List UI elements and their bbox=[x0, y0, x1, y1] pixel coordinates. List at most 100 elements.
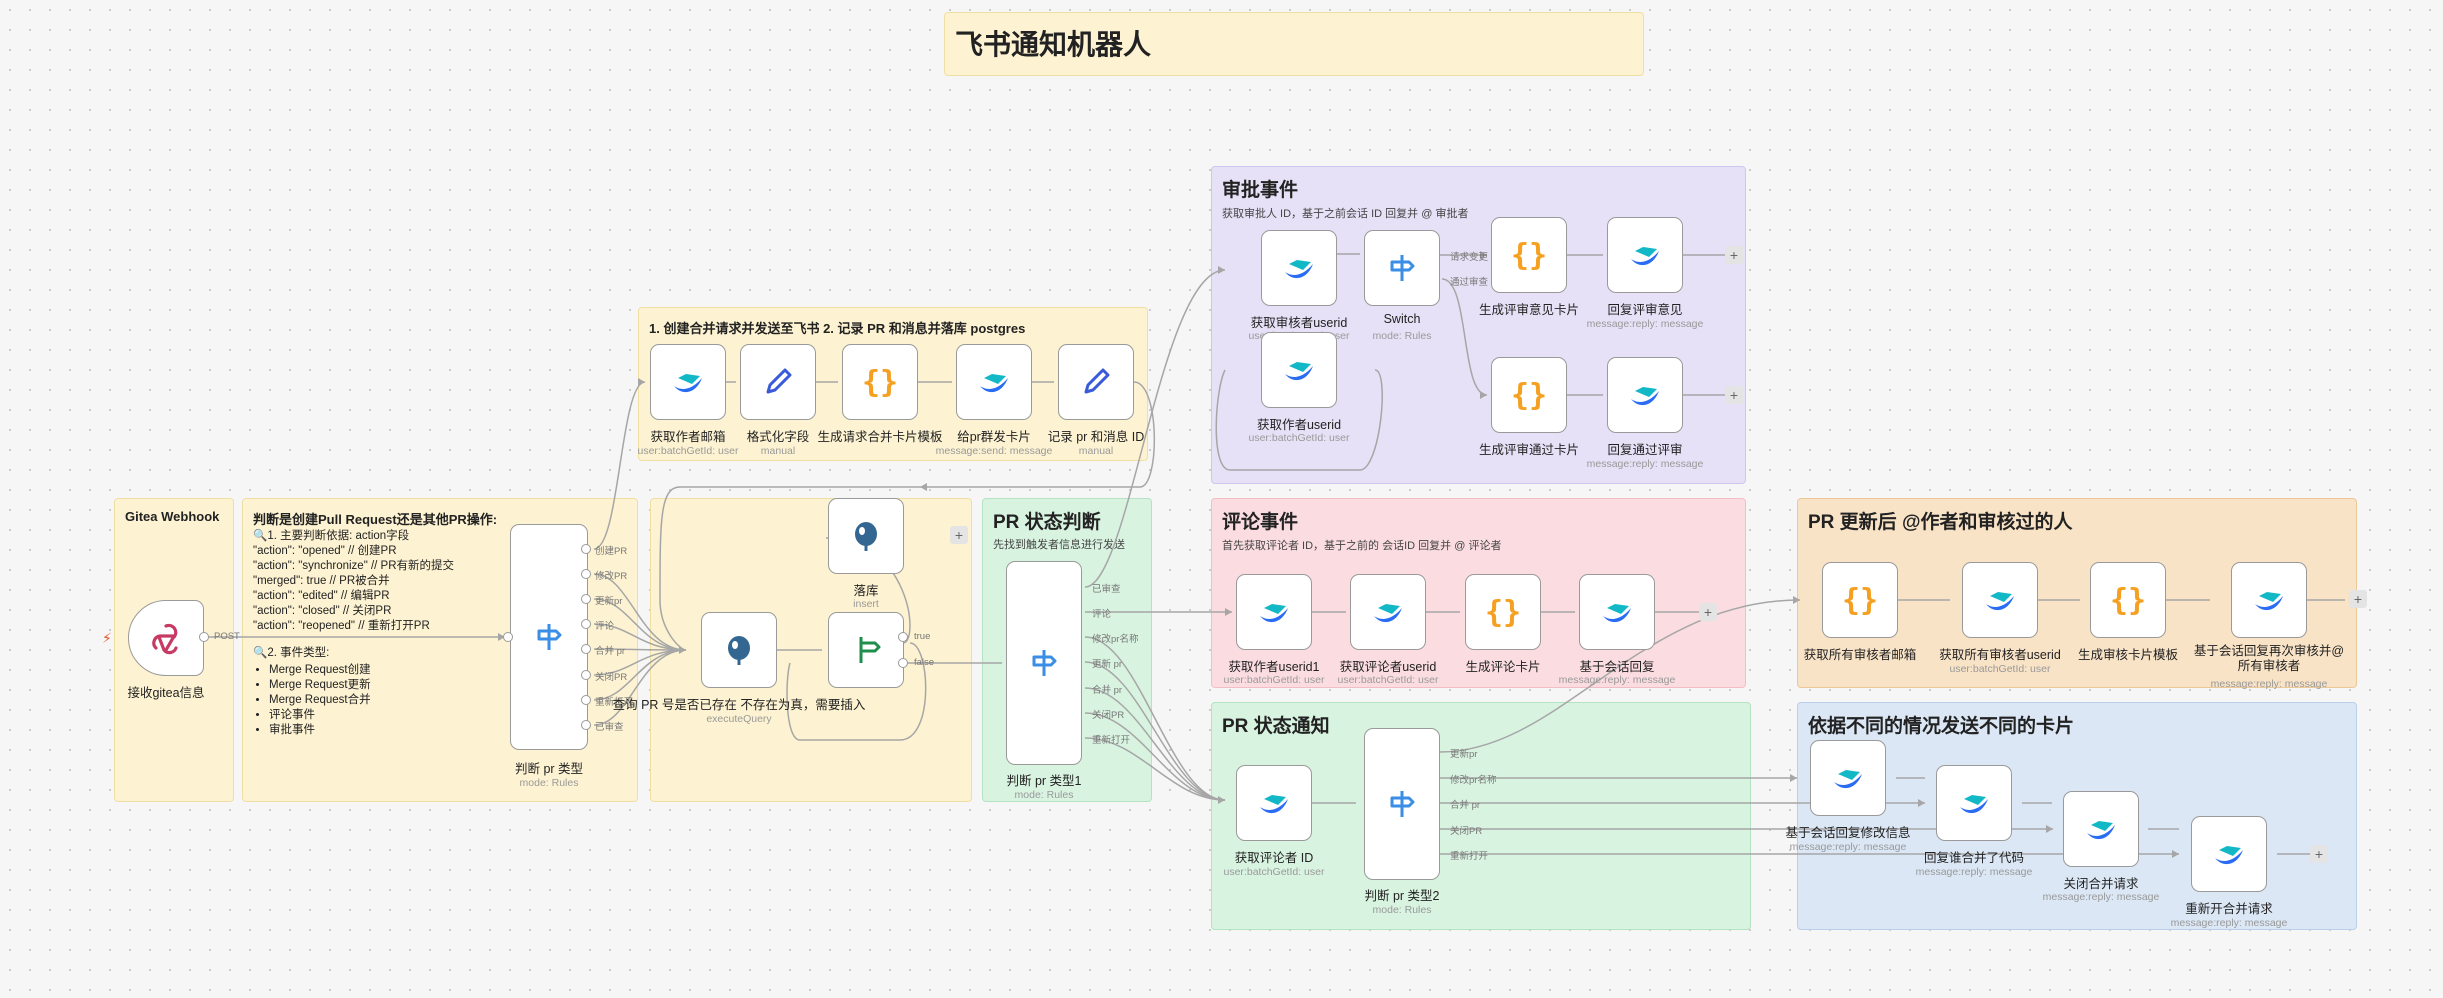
reply-review-node[interactable] bbox=[1607, 217, 1683, 293]
node-label: 接收gitea信息 bbox=[127, 686, 205, 700]
judge-sec2: 🔍2. 事件类型: bbox=[253, 647, 330, 659]
node-label: 落库 bbox=[853, 584, 879, 598]
node-sub: message:reply: message bbox=[1586, 458, 1704, 470]
gen-pass-card-node[interactable]: {} bbox=[1491, 357, 1567, 433]
node-sub: message:reply: message bbox=[1558, 674, 1676, 686]
webhook-icon bbox=[152, 623, 178, 655]
get-author-userid-node[interactable] bbox=[1261, 332, 1337, 408]
reply-pass-node[interactable] bbox=[1607, 357, 1683, 433]
node-sub: mode: Rules bbox=[1372, 330, 1432, 342]
sticky-subtitle: 首先获取评论者 ID，基于之前的 会话ID 回复并 @ 评论者 bbox=[1222, 540, 1502, 552]
insert-db-node[interactable] bbox=[828, 498, 904, 574]
record-pr-node[interactable] bbox=[1058, 344, 1134, 420]
gen-review-card-node[interactable]: {} bbox=[1491, 217, 1567, 293]
get-commenter-id-node[interactable] bbox=[1236, 765, 1312, 841]
lark-icon bbox=[980, 374, 1008, 393]
query-pr-node[interactable] bbox=[701, 612, 777, 688]
node-label: 判断 pr 类型 bbox=[514, 762, 584, 776]
send-group-card-node[interactable] bbox=[956, 344, 1032, 420]
lark-icon bbox=[1603, 604, 1631, 623]
get-all-reviewer-email-node[interactable]: {} bbox=[1822, 562, 1898, 638]
node-label: 生成评论卡片 bbox=[1465, 660, 1541, 674]
output-port[interactable] bbox=[898, 658, 908, 668]
node-label: 基于会话回复再次审核并@所有审核者 bbox=[2193, 644, 2345, 673]
judge-description: 🔍1. 主要判断依据: action字段 "action": "opened" … bbox=[253, 529, 454, 738]
get-reviewer-userid-node[interactable] bbox=[1261, 230, 1337, 306]
lark-icon bbox=[1960, 795, 1988, 814]
get-author-userid1-node[interactable] bbox=[1236, 574, 1312, 650]
node-label: 获取所有审核者邮箱 bbox=[1803, 648, 1917, 662]
reply-session-node[interactable] bbox=[1579, 574, 1655, 650]
node-sub: manual bbox=[1078, 445, 1114, 457]
node-label: 回复谁合并了代码 bbox=[1923, 851, 2025, 865]
switch-pr-type1-node[interactable] bbox=[1006, 561, 1082, 765]
gen-review-template-node[interactable]: {} bbox=[2090, 562, 2166, 638]
output-label: 关闭PR bbox=[1450, 826, 1483, 837]
output-label: 已审查 bbox=[595, 722, 624, 733]
judge-line: "merged": true // PR被合并 bbox=[253, 575, 390, 587]
add-node-button[interactable]: + bbox=[1725, 386, 1743, 404]
node-label: 查询 PR 号是否已存在 不存在为真，需要插入 bbox=[612, 698, 866, 712]
if-exists-node[interactable] bbox=[828, 612, 904, 688]
output-label: 通过审查 bbox=[1450, 277, 1489, 288]
add-node-button[interactable]: + bbox=[950, 526, 968, 544]
pencil-icon bbox=[1084, 368, 1110, 394]
code-braces-icon: {} bbox=[1510, 237, 1548, 273]
output-label: 修改pr名称 bbox=[1092, 634, 1139, 645]
input-port[interactable] bbox=[503, 632, 513, 642]
output-port[interactable] bbox=[581, 619, 591, 629]
output-label: 更新pr bbox=[1450, 749, 1478, 760]
reopen-mr-node[interactable] bbox=[2191, 816, 2267, 892]
output-port[interactable] bbox=[199, 632, 209, 642]
output-port[interactable] bbox=[581, 594, 591, 604]
reply-modify-node[interactable] bbox=[1810, 740, 1886, 816]
postgres-icon bbox=[855, 522, 877, 551]
judge-line: "action": "reopened" // 重新打开PR bbox=[253, 620, 430, 632]
switch-pr-type-node[interactable] bbox=[510, 524, 588, 750]
add-node-button[interactable]: + bbox=[2349, 590, 2367, 608]
close-mr-node[interactable] bbox=[2063, 791, 2139, 867]
add-node-button[interactable]: + bbox=[1725, 246, 1743, 264]
workflow-title: 飞书通知机器人 bbox=[955, 29, 1152, 60]
node-sub: message:reply: message bbox=[1915, 866, 2033, 878]
output-port[interactable] bbox=[581, 695, 591, 705]
node-label: Switch bbox=[1383, 312, 1421, 326]
judge-line: "action": "opened" // 创建PR bbox=[253, 545, 397, 557]
node-label: 获取所有审核者userid bbox=[1939, 648, 2061, 662]
sticky-title: PR 状态通知 bbox=[1222, 716, 1330, 737]
node-label: 格式化字段 bbox=[746, 430, 810, 444]
gen-card-template-node[interactable]: {} bbox=[842, 344, 918, 420]
node-label: 生成评审意见卡片 bbox=[1478, 303, 1580, 317]
approval-switch-node[interactable] bbox=[1364, 230, 1440, 306]
add-node-button[interactable]: + bbox=[2310, 845, 2328, 863]
workflow-title-note: 飞书通知机器人 bbox=[944, 12, 1644, 76]
judge-line: "action": "synchronize" // PR有新的提交 bbox=[253, 560, 455, 572]
reply-merged-node[interactable] bbox=[1936, 765, 2012, 841]
node-label: 生成评审通过卡片 bbox=[1478, 443, 1580, 457]
add-node-button[interactable]: + bbox=[1699, 603, 1717, 621]
reply-reviewers-node[interactable] bbox=[2231, 562, 2307, 638]
sticky-db[interactable] bbox=[650, 498, 972, 802]
output-port[interactable] bbox=[581, 670, 591, 680]
output-port[interactable] bbox=[898, 632, 908, 642]
webhook-node[interactable] bbox=[128, 600, 204, 676]
node-sub: message:reply: message bbox=[1586, 318, 1704, 330]
format-fields-node[interactable] bbox=[740, 344, 816, 420]
get-commenter-userid-node[interactable] bbox=[1350, 574, 1426, 650]
node-label: 生成审核卡片模板 bbox=[2077, 648, 2179, 662]
list-item: Merge Request合并 bbox=[269, 693, 454, 708]
output-port[interactable] bbox=[581, 544, 591, 554]
output-label: 请求变更 bbox=[1450, 252, 1489, 263]
switch-pr-type2-node[interactable] bbox=[1364, 728, 1440, 880]
get-author-email-node[interactable] bbox=[650, 344, 726, 420]
get-all-reviewer-userid-node[interactable] bbox=[1962, 562, 2038, 638]
output-port[interactable] bbox=[581, 569, 591, 579]
output-label: 合并 pr bbox=[1092, 685, 1123, 696]
sticky-title: 评论事件 bbox=[1222, 512, 1299, 533]
gen-comment-card-node[interactable]: {} bbox=[1465, 574, 1541, 650]
output-port[interactable] bbox=[581, 644, 591, 654]
lark-icon bbox=[1260, 795, 1288, 814]
lark-icon bbox=[1260, 604, 1288, 623]
output-port[interactable] bbox=[581, 720, 591, 730]
output-label: 评论 bbox=[595, 621, 615, 632]
